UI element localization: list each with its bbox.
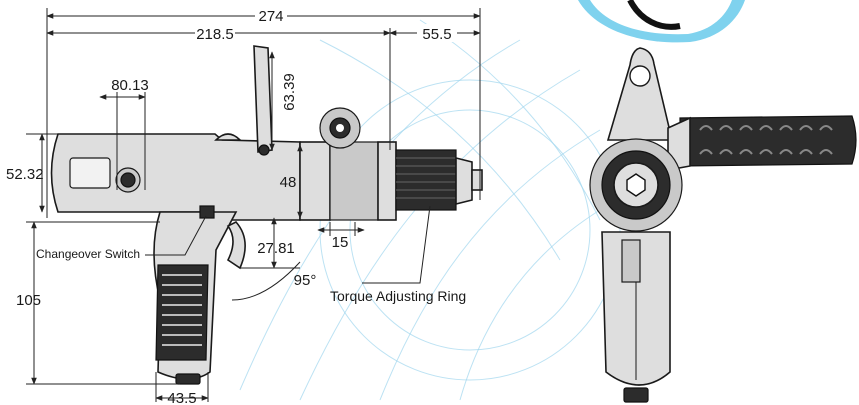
- dim-body-height: 52.32: [6, 166, 44, 183]
- dim-trigger-height: 27.81: [257, 240, 295, 257]
- dim-handle-angle: 95°: [294, 272, 317, 289]
- dimension-text: 274 218.5 55.5 80.13 63.39 52.32 48 15 2…: [6, 6, 466, 405]
- dim-bit-center: 48: [280, 174, 297, 191]
- logo-badge: [578, 0, 745, 43]
- dim-nose-length: 55.5: [422, 26, 451, 43]
- dim-grip-width: 43.5: [167, 390, 196, 405]
- dim-switch-offset: 80.13: [111, 77, 149, 94]
- dim-overall-length: 274: [258, 8, 283, 25]
- dim-handle-height: 105: [16, 292, 41, 309]
- dim-lever-height: 63.39: [281, 73, 298, 111]
- side-view-tool: [50, 45, 483, 385]
- dim-body-length: 218.5: [196, 26, 234, 43]
- front-view-tool: [589, 47, 857, 403]
- dim-ring-width: 15: [332, 234, 349, 251]
- label-torque-adjusting-ring: Torque Adjusting Ring: [330, 288, 466, 304]
- label-changeover-switch: Changeover Switch: [36, 247, 140, 261]
